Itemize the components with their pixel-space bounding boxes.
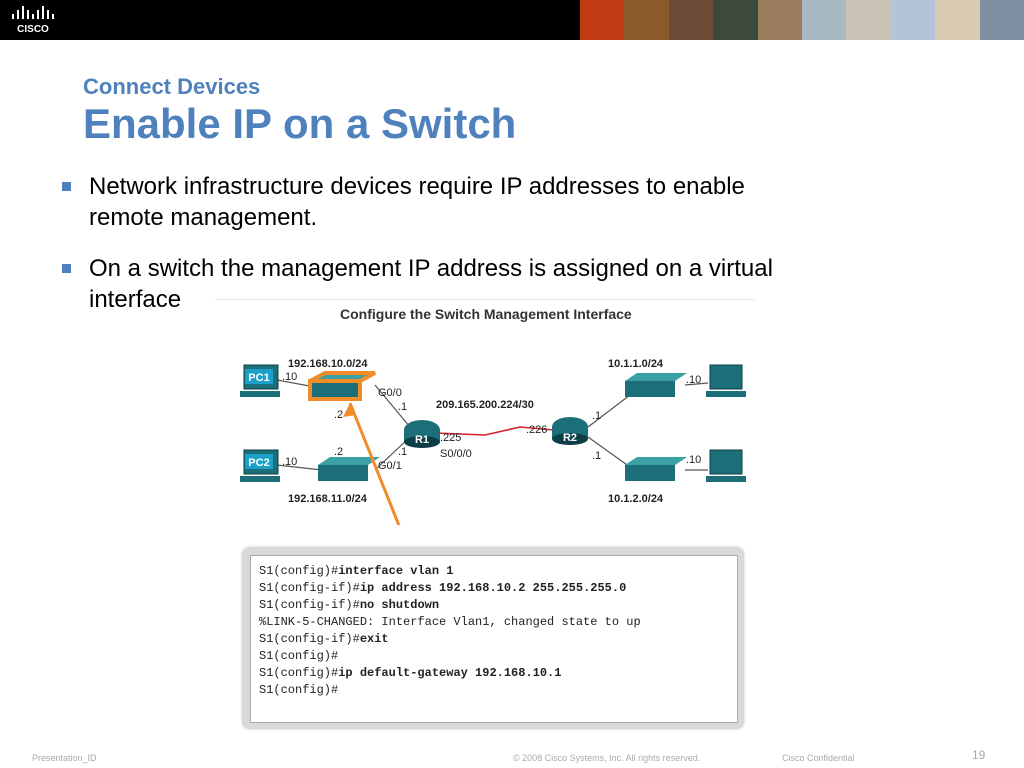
header-photo	[757, 0, 803, 40]
pc2-host-label: .10	[282, 456, 297, 468]
switch-s1-icon	[308, 371, 376, 401]
cisco-logo: CISCO	[12, 6, 54, 35]
slide-subtitle: Connect Devices	[83, 74, 261, 99]
header-photo	[890, 0, 936, 40]
net-left-bottom-label: 192.168.11.0/24	[288, 493, 368, 505]
terminal-line: S1(config)#	[259, 649, 338, 663]
switch-s3-icon	[625, 373, 687, 397]
bullet-square-icon	[62, 264, 71, 273]
terminal-prompt: S1(config)#	[259, 649, 339, 663]
pc-right-top-host: .10	[686, 374, 701, 386]
router-r1-icon	[404, 420, 440, 448]
terminal-line: S1(config-if)#exit	[259, 632, 389, 646]
terminal-line: S1(config)#ip default-gateway 192.168.10…	[259, 666, 561, 680]
switch-s4-icon	[625, 457, 687, 481]
wan-net-label: 209.165.200.224/30	[436, 399, 534, 411]
r2-top-label: .1	[592, 410, 601, 422]
terminal-command: exit	[359, 632, 389, 646]
g00-label: G0/0	[378, 387, 402, 399]
terminal-prompt: S1(config)#	[259, 683, 339, 697]
network-topology: PC1 PC2 R1 R2	[240, 358, 746, 525]
header-photo	[580, 0, 625, 40]
pc3-icon	[706, 364, 746, 397]
bullet-line: On a switch the management IP address is…	[89, 255, 773, 282]
bullet-square-icon	[62, 182, 71, 191]
net-right-bottom-label: 10.1.2.0/24	[608, 493, 664, 505]
footer-copyright: © 2008 Cisco Systems, Inc. All rights re…	[513, 753, 701, 763]
pc4-icon	[706, 449, 746, 482]
header-photo	[624, 0, 669, 40]
s000-label: S0/0/0	[440, 448, 472, 460]
s1-host-label: .2	[334, 409, 343, 421]
header-photo	[713, 0, 758, 40]
r2-s0-label: .226	[526, 424, 547, 436]
terminal-command: no shutdown	[359, 598, 440, 612]
bullet-line: remote management.	[89, 204, 318, 231]
header-photo	[668, 0, 714, 40]
bullet-line: Network infrastructure devices require I…	[89, 173, 745, 200]
pc1-label: PC1	[248, 372, 269, 384]
header-photo	[846, 0, 891, 40]
terminal-prompt: %LINK-5-CHANGED: Interface Vlan1, change…	[259, 615, 641, 629]
router-r2-label: R2	[563, 432, 577, 444]
terminal-prompt: S1(config-if)#	[259, 632, 360, 646]
router-r2-icon	[552, 417, 588, 445]
terminal-line: S1(config-if)#ip address 192.168.10.2 25…	[259, 581, 626, 595]
header-photo	[979, 0, 1024, 40]
switch-s2-icon	[318, 457, 380, 481]
s2-host-label: .2	[334, 446, 343, 458]
g01-label: G0/1	[378, 460, 402, 472]
slide-title: Enable IP on a Switch	[83, 100, 517, 147]
bullet-item: Network infrastructure devices require I…	[62, 171, 912, 233]
bullet-line: interface	[89, 286, 182, 313]
pc2-label: PC2	[248, 457, 269, 469]
terminal-line: %LINK-5-CHANGED: Interface Vlan1, change…	[259, 615, 641, 629]
page-number: 19	[972, 748, 986, 762]
r1-s0-label: .225	[440, 432, 461, 444]
pc-right-bottom-host: .10	[686, 454, 701, 466]
figure-divider	[215, 299, 755, 300]
header-photo	[935, 0, 980, 40]
photo-strip	[580, 0, 1024, 40]
figure-caption: Configure the Switch Management Interfac…	[340, 306, 632, 322]
terminal-prompt: S1(config)#	[259, 666, 339, 680]
footer-confidential: Cisco Confidential	[782, 753, 855, 763]
terminal-prompt: S1(config)#	[259, 564, 339, 578]
r2-bottom-label: .1	[592, 450, 601, 462]
footer-presentation-id: Presentation_ID	[32, 753, 97, 763]
net-right-top-label: 10.1.1.0/24	[608, 358, 664, 370]
terminal-command: ip address 192.168.10.2 255.255.255.0	[359, 581, 627, 595]
net-left-top-label: 192.168.10.0/24	[288, 358, 368, 370]
terminal-line: S1(config)#	[259, 683, 338, 697]
terminal-command: ip default-gateway 192.168.10.1	[338, 666, 562, 680]
header-photo	[802, 0, 847, 40]
terminal-line: S1(config)#interface vlan 1	[259, 564, 453, 578]
header-bar: CISCO	[0, 0, 1024, 40]
pc1-host-label: .10	[282, 371, 297, 383]
terminal-prompt: S1(config-if)#	[259, 598, 360, 612]
cisco-logo-text: CISCO	[17, 24, 49, 35]
bullet-item: On a switch the management IP address is…	[62, 253, 912, 315]
router-r1-label: R1	[415, 434, 429, 446]
callout-arrow-icon	[343, 402, 401, 525]
terminal-command: interface vlan 1	[338, 564, 454, 578]
r1-g01-label: .1	[398, 446, 407, 458]
terminal-prompt: S1(config-if)#	[259, 581, 360, 595]
terminal-line: S1(config-if)#no shutdown	[259, 598, 439, 612]
r1-g00-label: .1	[398, 401, 407, 413]
